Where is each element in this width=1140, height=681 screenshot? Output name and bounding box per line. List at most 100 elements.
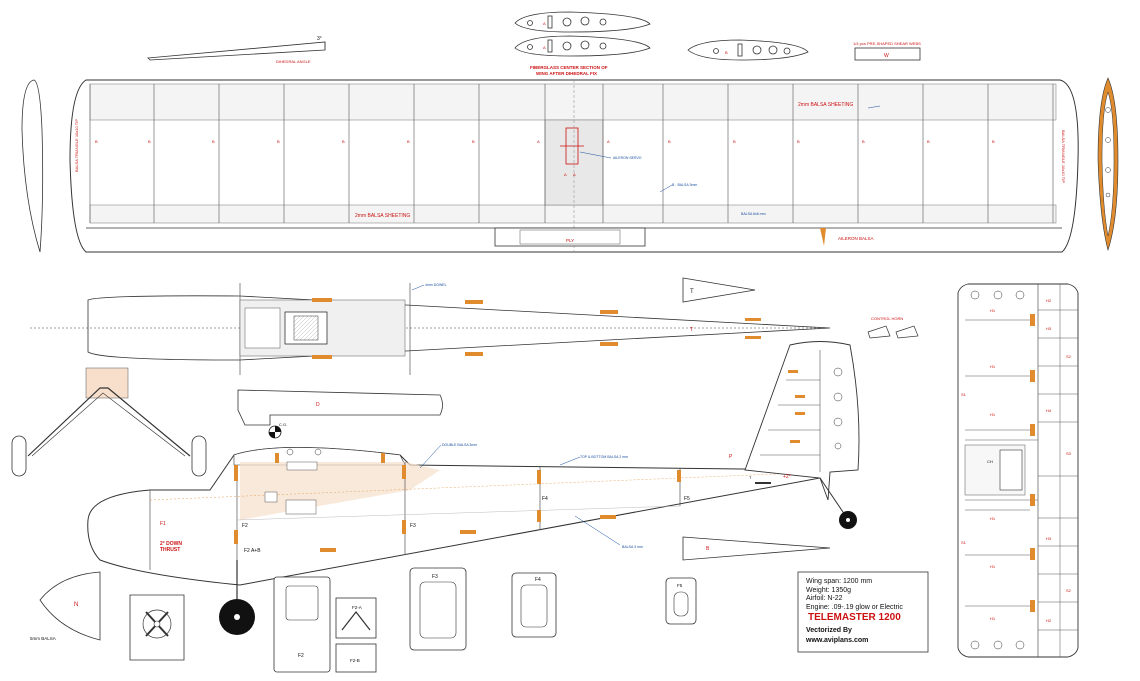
fuselage-top-view: T xyxy=(30,283,831,375)
svg-text:A: A xyxy=(564,172,567,177)
shear-web-label: 1/4 pcs PRE-SHAPED SHEAR WEBS xyxy=(853,41,921,46)
horizontal-stabilizer xyxy=(957,283,1079,658)
f2-label: F2 xyxy=(242,523,248,529)
sheeting-top-label: 2mm BALSA SHEETING xyxy=(798,102,853,108)
shear-web-part: 1/4 pcs PRE-SHAPED SHEAR WEBS W xyxy=(853,41,921,61)
b-label: B xyxy=(706,546,710,552)
stab-s1-a: S1 xyxy=(961,392,967,397)
control-horn-parts: CONTROL HORN xyxy=(867,316,919,339)
svg-text:B: B xyxy=(472,139,475,144)
svg-text:B: B xyxy=(862,139,865,144)
sheeting-bottom-label: 2mm BALSA SHEETING xyxy=(355,213,410,219)
fiberglass-label-1: FIBERGLASS CENTER SECTION OF xyxy=(530,65,608,70)
stab-labels: H1 H1 H1 H1 H1 H1 H2 H3 H4 H3 H2 S2 S2 S… xyxy=(961,298,1072,623)
svg-text:B: B xyxy=(725,50,728,55)
svg-text:B: B xyxy=(212,139,215,144)
former-f3-label: F3 xyxy=(432,574,438,580)
vertical-fin xyxy=(744,341,860,529)
stab-h2-a: H2 xyxy=(1046,298,1052,303)
former-f5: F5 xyxy=(665,577,697,625)
svg-text:B: B xyxy=(342,139,345,144)
svg-text:B: B xyxy=(148,139,151,144)
svg-text:T: T xyxy=(749,475,752,480)
stab-h4-a: H4 xyxy=(1046,408,1052,413)
nose-material: 5mm BALSA xyxy=(30,636,56,641)
former-f3: F3 xyxy=(409,567,467,651)
dihedral-degree: 3° xyxy=(317,36,322,42)
left-tip-label: BALSA TRIANGLE 10x10 TIP xyxy=(74,119,79,172)
stab-ch: CH xyxy=(987,459,993,464)
svg-text:B: B xyxy=(407,139,410,144)
nose-template: N 5mm BALSA xyxy=(30,571,101,641)
d-template xyxy=(237,389,443,426)
former-f2a: F2-A xyxy=(335,597,377,639)
spec-weight: Weight: 1350g xyxy=(806,586,852,594)
former-f4: F4 xyxy=(511,572,557,638)
svg-text:B: B xyxy=(927,139,930,144)
stab-h1-b: H1 xyxy=(990,364,996,369)
double-balsa-label: DOUBLE BALSA 3mm xyxy=(442,443,477,447)
former-f4-label: F4 xyxy=(535,577,541,583)
spec-airfoil: Airfoil: N-22 xyxy=(806,595,843,602)
info-box xyxy=(797,571,929,653)
former-f2-label: F2 xyxy=(298,653,304,659)
stab-h1-c: H1 xyxy=(990,412,996,417)
ply-label: PLY xyxy=(566,238,574,243)
wing-plan xyxy=(69,79,1079,253)
balsa-spar-label: B - BALSA 3mm xyxy=(672,183,697,187)
balsa-te-label: BALSA 6x6 mm xyxy=(741,212,766,216)
credit-site: www.aviplans.com xyxy=(806,637,869,644)
plan-title: TELEMASTER 1200 xyxy=(808,612,901,623)
p-label: P xyxy=(729,454,733,460)
cg-label: C.G. xyxy=(279,422,287,427)
former-f2a-label: F2-A xyxy=(352,605,362,610)
stab-h3-a: H3 xyxy=(1046,326,1052,331)
former-f2b: F2-B xyxy=(335,643,377,673)
f2ab-label: F2 A+B xyxy=(244,548,261,554)
svg-text:A: A xyxy=(537,139,540,144)
dihedral-angle-gauge: 3° DIHEDRAL ANGLE xyxy=(147,36,326,64)
b-template xyxy=(682,536,831,561)
wingtip-part xyxy=(1097,77,1119,252)
svg-text:A: A xyxy=(543,45,546,50)
svg-text:B: B xyxy=(95,139,98,144)
stab-h1-e: H1 xyxy=(990,564,996,569)
stab-h2-b: H2 xyxy=(1046,618,1052,623)
former-f5-label: F5 xyxy=(677,583,683,588)
svg-text:A: A xyxy=(607,139,610,144)
cg-marker: C.G. xyxy=(268,422,287,439)
svg-text:A: A xyxy=(573,172,576,177)
landing-gear-front xyxy=(11,367,207,477)
wing-ribs xyxy=(89,84,1054,223)
d-label: D xyxy=(316,402,320,408)
aileron-servo-label: AILERON SERVO xyxy=(613,156,642,160)
credit-vectorized: Vectorized By xyxy=(806,627,852,634)
svg-text:B: B xyxy=(668,139,671,144)
f1-label: F1 xyxy=(160,521,166,527)
svg-text:B: B xyxy=(797,139,800,144)
former-f2b-label: F2-B xyxy=(350,658,360,663)
stab-h1-top: H1 xyxy=(990,308,996,313)
stab-s2-a: S2 xyxy=(1066,354,1072,359)
down-thrust-2: THRUST xyxy=(160,547,180,553)
spec-wingspan: Wing span: 1200 mm xyxy=(806,578,873,585)
former-f2: F2 xyxy=(273,576,331,673)
control-horn-label: CONTROL HORN xyxy=(871,316,903,321)
f4-label: F4 xyxy=(542,496,548,502)
stab-h1-d: H1 xyxy=(990,516,996,521)
f3-label: F3 xyxy=(410,523,416,529)
landing-gear-side xyxy=(219,560,255,635)
down-thrust-1: 2° DOWN xyxy=(160,541,182,547)
fuselage-side-view xyxy=(87,447,821,586)
shear-web-w: W xyxy=(884,53,889,59)
svg-text:B: B xyxy=(277,139,280,144)
spec-engine: Engine: .09-.19 glow or Electric xyxy=(806,603,903,611)
svg-text:A: A xyxy=(543,21,546,26)
top-rib-templates xyxy=(514,11,809,61)
former-f1 xyxy=(129,594,185,661)
stab-s2-b: S2 xyxy=(1066,588,1072,593)
stab-h3-b: H3 xyxy=(1046,536,1052,541)
airfoil-section xyxy=(21,79,44,253)
